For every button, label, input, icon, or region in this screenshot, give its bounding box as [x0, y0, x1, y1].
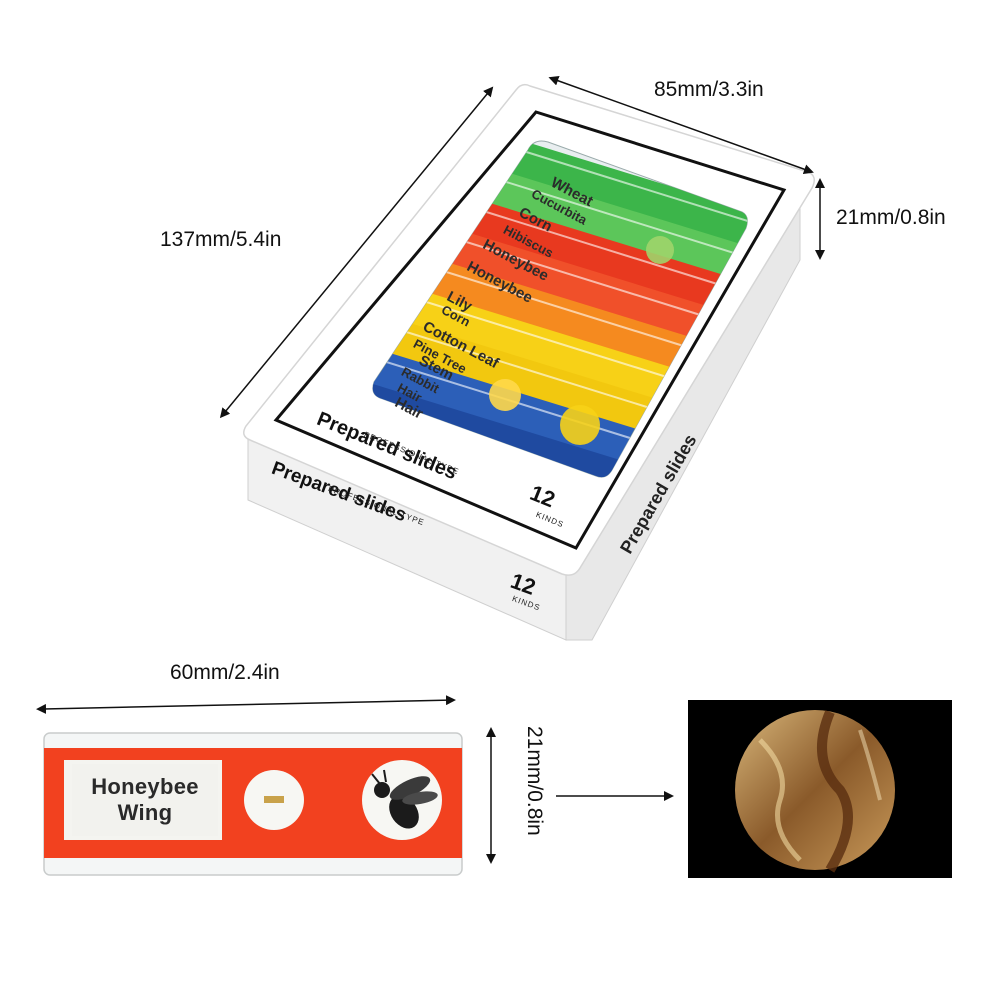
slide-length-label: 60mm/2.4in — [170, 661, 280, 684]
box-length-label: 137mm/5.4in — [160, 228, 282, 251]
slide-label-line2: Wing — [117, 800, 173, 825]
slide-length-arrow — [36, 695, 456, 714]
microscope-view-icon — [688, 700, 952, 878]
box-length-arrow — [219, 86, 494, 419]
box-width-arrow — [548, 75, 814, 174]
slide-width-label: 21mm/0.8in — [523, 726, 546, 836]
bee-icon — [371, 769, 438, 829]
slide-label: Honeybee Wing — [72, 764, 218, 836]
slide-box: Prepared slides — [243, 83, 815, 641]
box-width-label: 85mm/3.3in — [654, 78, 764, 101]
slide-label-line1: Honeybee — [91, 774, 199, 799]
box-height-label: 21mm/0.8in — [836, 206, 946, 229]
